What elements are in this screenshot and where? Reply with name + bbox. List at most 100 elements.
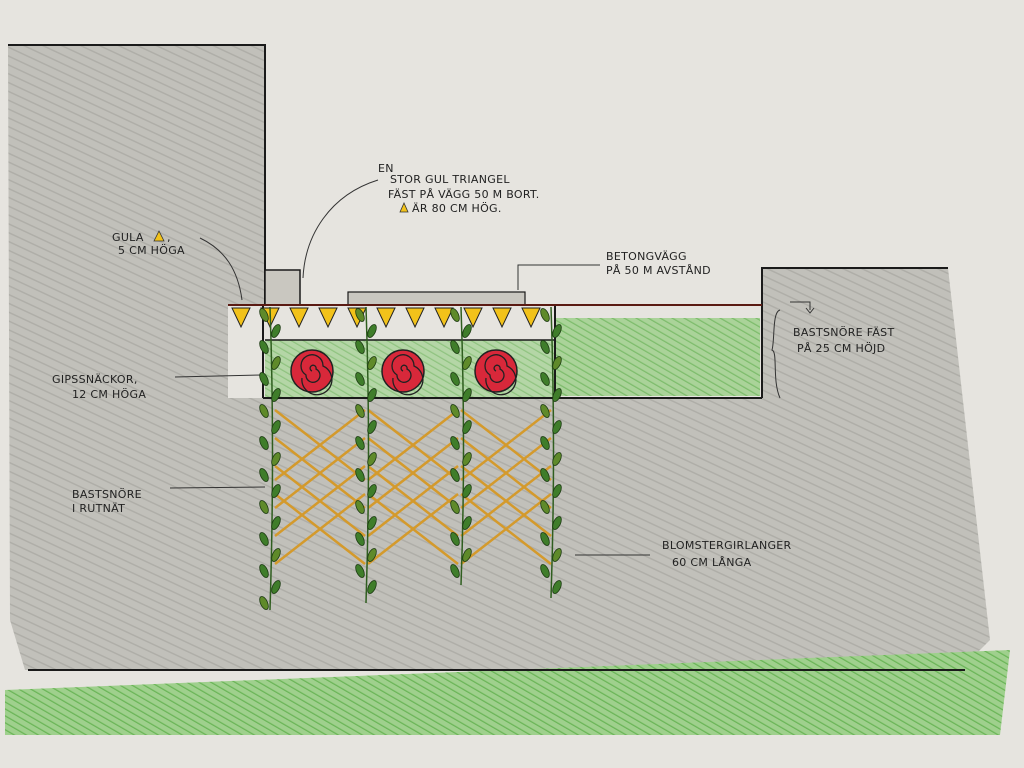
leaf [259,468,269,482]
yellow-triangle [318,307,338,329]
shell-spiral [300,354,333,396]
leaf [271,548,281,562]
leaf [355,404,365,418]
label-shells-2: 12 CM HÖGA [72,388,146,401]
leaf [367,324,377,338]
label-garlands-2: 60 CM LÅNGA [672,556,752,569]
leaf [367,420,377,434]
garland-stem [550,306,555,599]
yellow-triangle [289,307,309,329]
leaf [462,484,472,498]
leaf [355,532,365,546]
yellow-triangle [521,307,541,329]
leaf [462,356,472,370]
label-big-triangle-prefix: EN [378,162,394,175]
leaf [367,580,377,594]
leaf [355,436,365,450]
leaf [367,356,377,370]
leaf [355,308,365,322]
label-garlands-1: BLOMSTERGIRLANGER [662,539,792,552]
leaf [367,452,377,466]
bast-string [367,465,459,537]
leaf [355,468,365,482]
leaf [540,372,550,386]
outline-lines [8,44,965,671]
grass-strip [5,650,1010,735]
bast-string [460,437,552,509]
leader-lines [169,179,815,556]
label-shells-1: GIPSSNÄCKOR, [52,373,138,386]
bast-string [460,465,552,537]
bast-string [460,493,552,565]
bast-string [460,409,552,481]
left-wall-outline [8,44,266,305]
yellow-triangle [405,307,425,329]
leaf [462,516,472,530]
leaf [367,388,377,402]
label-bast-string-2: PÅ 25 CM HÖJD [797,342,885,355]
leaf [271,484,281,498]
bast-grid-lattice [274,409,552,565]
leaf [552,420,562,434]
leaf [552,516,562,530]
flower-garland [355,306,377,604]
svg-text:,: , [167,231,171,244]
leaf [367,548,377,562]
leaf [450,532,460,546]
label-big-triangle-3: ÄR 80 CM HÖG. [412,202,502,215]
yellow-triangle [231,307,251,329]
garland-stem [269,306,274,611]
leaf [552,580,562,594]
leaf [462,452,472,466]
yellow-triangle [434,307,454,329]
leaf [450,404,460,418]
plaster-shells [290,349,518,396]
label-big-triangle-2: FÄST PÅ VÄGG 50 M BORT. [388,188,540,201]
green-backdrop-shading [555,318,760,396]
flower-garland [450,306,472,586]
leaf [259,564,269,578]
label-yellow-triangles-1: GULA [112,231,144,244]
leaf [271,580,281,594]
flower-garland [259,306,281,611]
leaf [540,564,550,578]
triangle-icon [399,202,409,213]
leaf [450,564,460,578]
label-big-triangle-1: STOR GUL TRIANGEL [390,173,510,186]
leaf [540,404,550,418]
leaf [450,468,460,482]
gray-background-shading [8,45,990,670]
leaf [552,548,562,562]
right-block-outline [761,267,948,398]
flower-garland [540,306,562,599]
label-concrete-wall-2: PÅ 50 M AVSTÅND [606,264,711,277]
leaf [259,308,269,322]
garland-stem [460,306,465,586]
leaf [540,340,550,354]
leaf [552,324,562,338]
shell-spiral [484,354,517,396]
leaf [355,564,365,578]
leaf [271,324,281,338]
garland-stem [365,306,370,604]
bast-string [367,493,459,565]
label-yellow-triangles-2: 5 CM HÖGA [118,244,185,257]
leaf [450,308,460,322]
leaf [259,404,269,418]
leaf [552,356,562,370]
yellow-triangle [492,307,512,329]
leaf [540,532,550,546]
bast-string [274,409,366,481]
leaf [271,356,281,370]
leaf [540,436,550,450]
label-grid-1: BASTSNÖRE [72,488,142,501]
leaf [259,372,269,386]
label-bast-string-1: BASTSNÖRE FÄST [793,326,894,339]
bast-string [367,409,459,481]
leaf [540,308,550,322]
label-grid-2: I RUTNÄT [72,502,125,515]
bast-string [274,437,366,509]
leaf [552,484,562,498]
